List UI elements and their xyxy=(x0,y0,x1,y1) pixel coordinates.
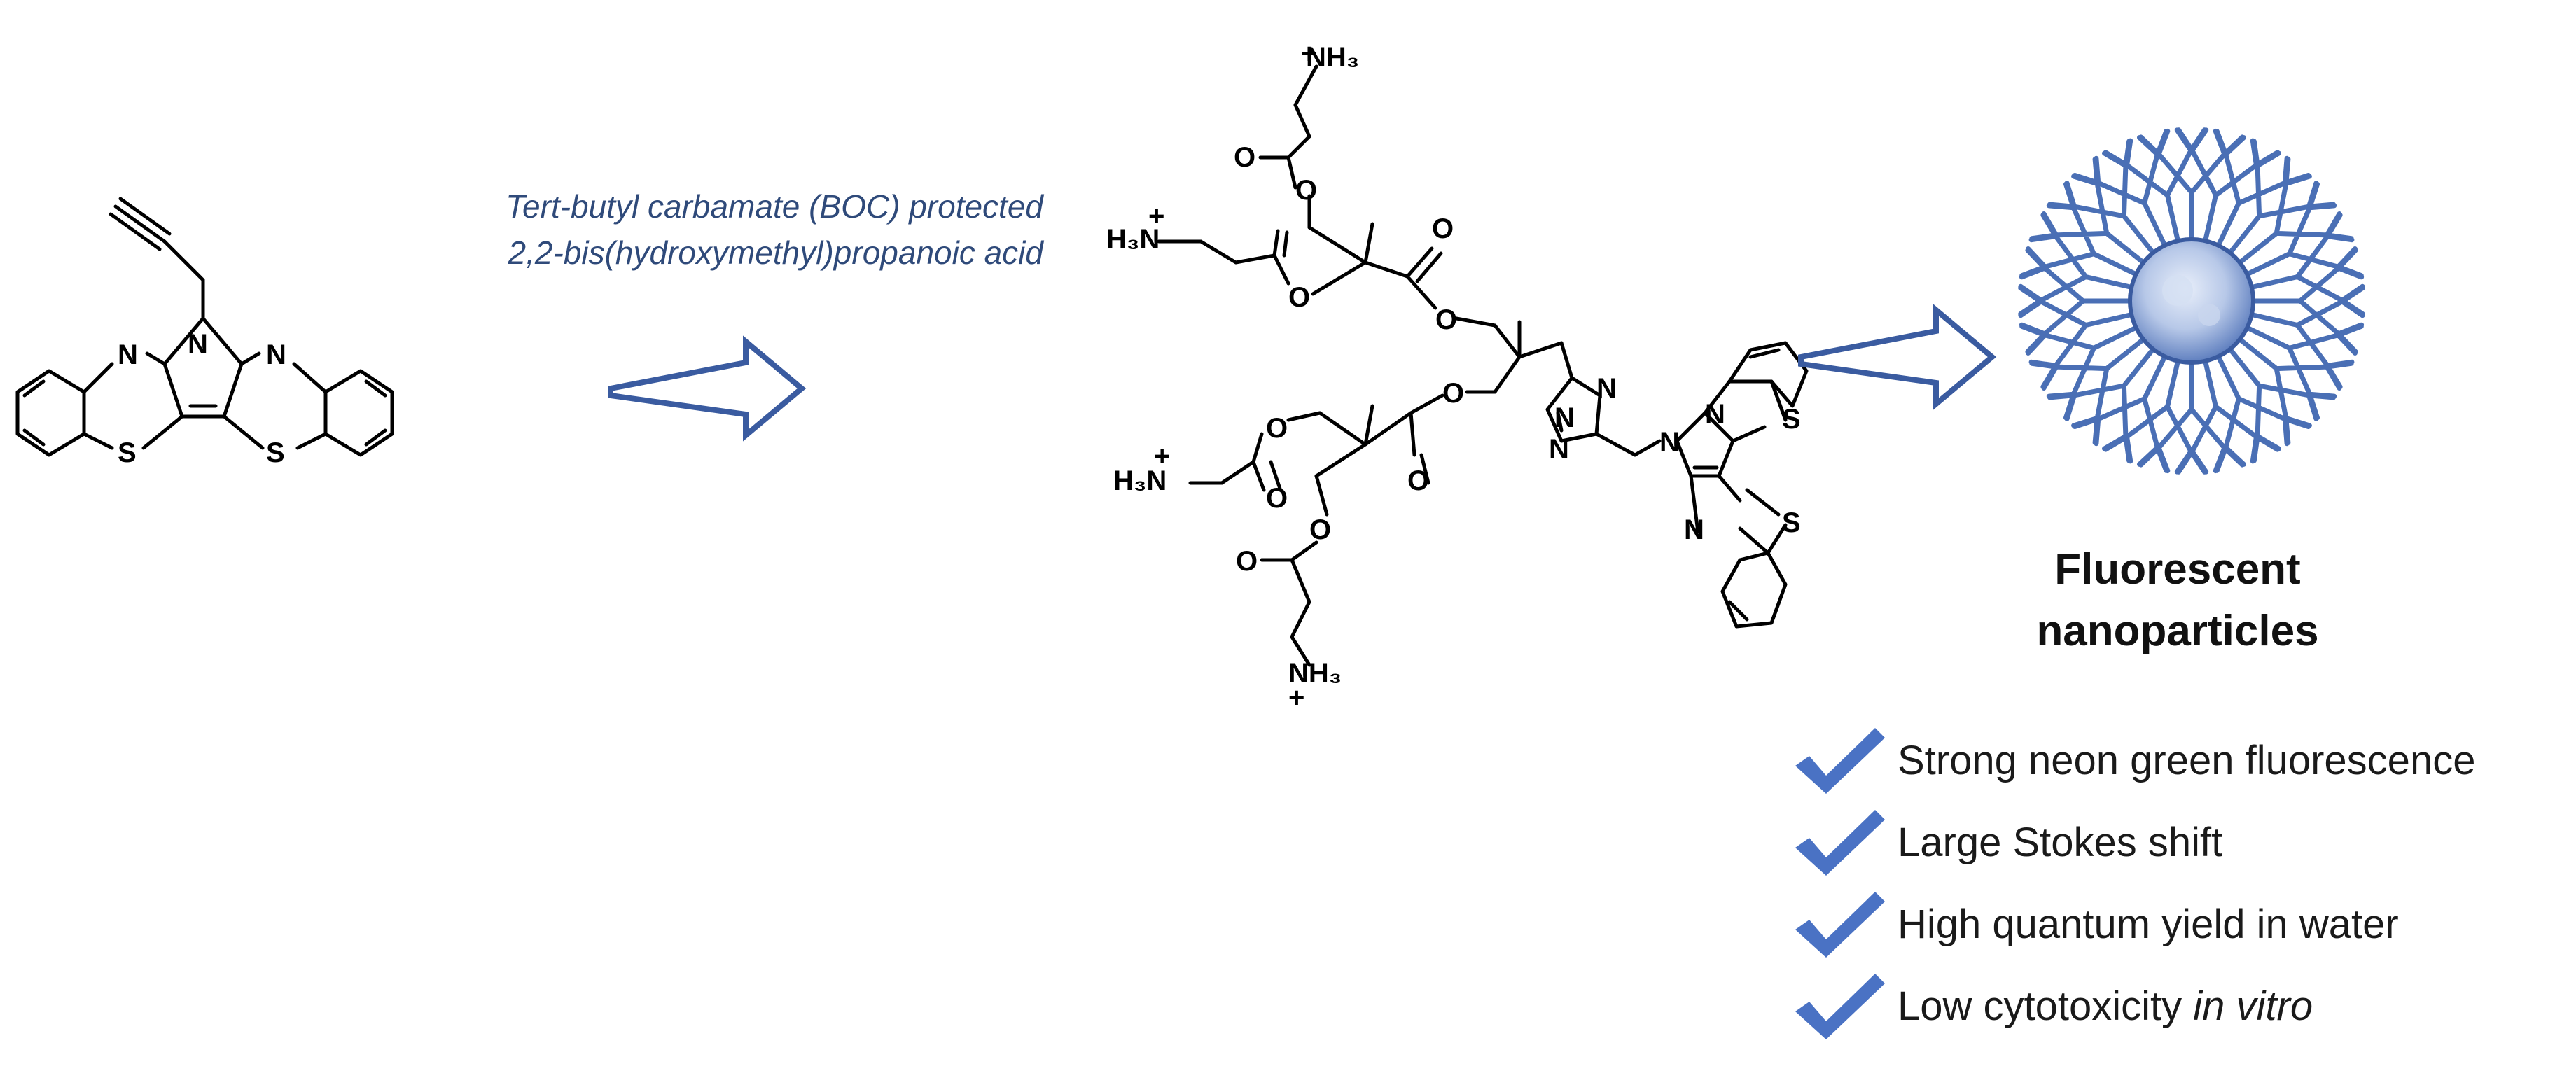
nanoparticle-title-line-1: Fluorescent xyxy=(2054,545,2301,594)
svg-text:N: N xyxy=(1705,399,1725,430)
svg-text:+: + xyxy=(1148,201,1164,232)
svg-text:H₃N: H₃N xyxy=(1106,224,1160,255)
svg-text:NH₃: NH₃ xyxy=(1306,42,1359,73)
benefit-text: Large Stokes shift xyxy=(1898,820,2223,865)
svg-text:N: N xyxy=(188,329,208,360)
svg-text:N: N xyxy=(1596,373,1617,404)
svg-text:+: + xyxy=(1288,682,1304,713)
reagent-line-2: 2,2-bis(hydroxymethyl)propanoic acid xyxy=(508,234,1043,271)
svg-text:O: O xyxy=(1266,483,1288,514)
svg-text:O: O xyxy=(1236,546,1258,577)
checkmark-icon xyxy=(1795,728,1885,794)
svg-text:NH₃: NH₃ xyxy=(1288,658,1342,689)
nanoparticle-core xyxy=(2128,237,2255,365)
nanoparticle-title: Fluorescent nanoparticles xyxy=(1954,539,2402,662)
benefit-text: Strong neon green fluorescence xyxy=(1898,738,2476,783)
formation-arrow-icon xyxy=(1798,304,1997,410)
nanoparticle-illustration xyxy=(2018,127,2365,475)
svg-text:S: S xyxy=(1782,404,1801,435)
checkmark-icon xyxy=(1795,974,1885,1039)
svg-text:O: O xyxy=(1309,514,1331,545)
svg-text:O: O xyxy=(1442,378,1464,409)
svg-text:O: O xyxy=(1407,465,1429,496)
svg-text:+: + xyxy=(1301,38,1317,69)
checkmark-icon xyxy=(1795,810,1885,876)
svg-text:N: N xyxy=(1684,514,1704,545)
svg-text:H₃N: H₃N xyxy=(1113,465,1167,496)
benefit-text-main: Low cytotoxicity xyxy=(1898,983,2182,1029)
benefit-text: Low cytotoxicity in vitro xyxy=(1898,982,2313,1031)
reaction-arrow-icon xyxy=(608,335,807,442)
svg-text:N: N xyxy=(1659,427,1680,458)
svg-text:+: + xyxy=(1154,441,1170,472)
svg-text:N: N xyxy=(266,339,286,370)
svg-text:S: S xyxy=(266,437,285,468)
reagent-label: Tert-butyl carbamate (BOC) protected 2,2… xyxy=(392,183,1043,276)
dendrimer-branches xyxy=(2018,127,2365,475)
dendron-conjugate-structure: + NH₃ O O H₃N + O O O O N N N N N S N S … xyxy=(1106,38,1809,713)
checkmark-icon xyxy=(1795,892,1885,958)
svg-text:O: O xyxy=(1435,304,1457,335)
svg-text:N: N xyxy=(118,339,138,370)
svg-text:O: O xyxy=(1288,282,1310,313)
svg-text:O: O xyxy=(1266,413,1288,444)
svg-text:O: O xyxy=(1432,213,1454,244)
nanoparticle-title-line-2: nanoparticles xyxy=(2036,607,2319,655)
svg-text:S: S xyxy=(118,437,137,468)
starting-molecule: N N N S S xyxy=(15,197,394,468)
reagent-line-1: Tert-butyl carbamate (BOC) protected xyxy=(506,188,1043,225)
benefit-text: High quantum yield in water xyxy=(1898,902,2399,947)
svg-text:S: S xyxy=(1782,507,1801,538)
svg-text:O: O xyxy=(1295,175,1317,206)
svg-text:N: N xyxy=(1554,402,1575,433)
svg-text:O: O xyxy=(1234,142,1255,173)
svg-text:N: N xyxy=(1549,434,1569,465)
benefit-text-emphasis: in vitro xyxy=(2193,983,2313,1029)
